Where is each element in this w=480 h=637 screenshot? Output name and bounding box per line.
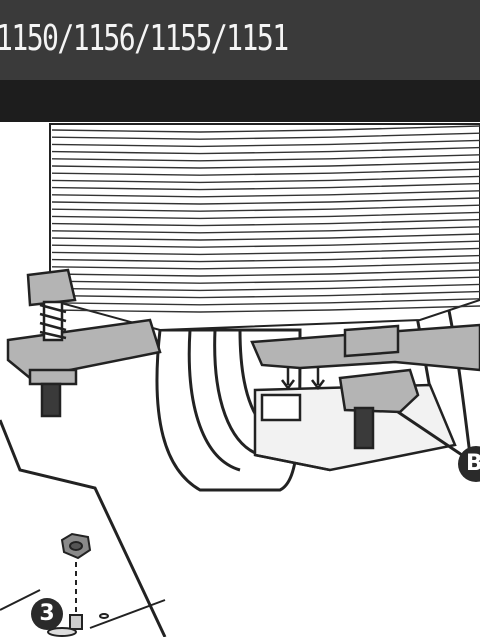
fin-line: [51, 204, 480, 212]
fin-line: [51, 168, 480, 176]
fin-line: [51, 218, 480, 227]
right-mounting-bar: [250, 323, 480, 457]
motherboard-outline: [0, 419, 167, 637]
cpu-cooler-mounting-illustration: [0, 123, 480, 637]
heat-pipes: [155, 269, 472, 492]
header-bar: 1150/1156/1155/1151: [0, 0, 480, 80]
step-number-badge: 3: [31, 598, 63, 630]
heatsink-fins: [51, 125, 480, 313]
fin-line: [51, 146, 480, 155]
fin-line: [51, 175, 480, 184]
socket-compatibility-title: 1150/1156/1155/1151: [0, 18, 289, 59]
fin-line: [51, 254, 480, 263]
fin-line: [51, 190, 480, 198]
left-mounting-bar: [6, 268, 162, 418]
fin-line: [51, 125, 480, 133]
fin-line: [51, 197, 480, 205]
fin-line: [51, 182, 480, 191]
fin-line: [51, 305, 480, 313]
fin-line: [51, 226, 480, 234]
fin-line: [51, 262, 480, 270]
heatsink-fin-stack: [49, 123, 480, 332]
fin-line: [51, 233, 480, 241]
standoff-nut-diagram: [0, 532, 166, 637]
fin-line: [51, 211, 480, 220]
dark-sub-bar: [0, 80, 480, 122]
fin-line: [51, 269, 480, 277]
fin-line: [51, 139, 480, 148]
callout-letter-badge: B: [458, 446, 480, 482]
fin-line: [51, 247, 480, 256]
fin-line: [51, 290, 480, 299]
fin-line: [51, 240, 480, 248]
fin-line: [51, 298, 480, 306]
fin-line: [51, 276, 480, 284]
fin-line: [51, 283, 480, 292]
fin-line: [51, 132, 480, 140]
fin-line: [51, 154, 480, 162]
fin-line: [51, 161, 480, 169]
